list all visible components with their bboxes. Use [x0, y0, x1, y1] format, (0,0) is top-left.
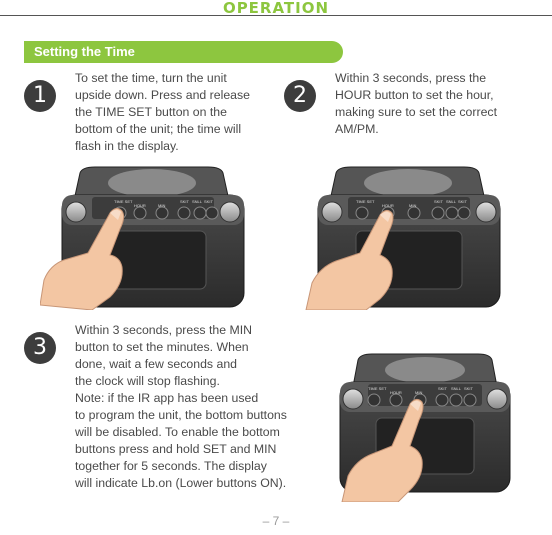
- header-rule: [0, 15, 552, 16]
- step-2-number: 2: [284, 80, 316, 112]
- page-number: – 7 –: [262, 514, 290, 528]
- page-title: OPERATION: [222, 0, 330, 17]
- label-time-set-2: TIME SET: [356, 199, 375, 204]
- section-banner: Setting the Time: [24, 41, 343, 63]
- step-1-text: To set the time, turn the unit upside do…: [75, 71, 250, 153]
- label-min-1: MIN: [158, 203, 165, 208]
- step-3-number: 3: [24, 332, 56, 364]
- label-b3-2: SKIT: [458, 199, 467, 204]
- label-b3-1: SKIT: [204, 199, 213, 204]
- step-3-text: Within 3 seconds, press the MIN button t…: [75, 323, 287, 490]
- label-b3-3: SKIT: [464, 386, 473, 391]
- label-hour-2: HOUR: [382, 203, 394, 208]
- label-min-3: MIN: [415, 390, 422, 395]
- device-illustration-2: TIME SET HOUR MIN SKIT SNLL SKIT: [305, 166, 501, 310]
- device-illustration-1: TIME SET HOUR MIN SKIT SNLL SKIT: [40, 166, 245, 310]
- label-hour-3: HOUR: [390, 390, 402, 395]
- label-b1-1: SKIT: [180, 199, 189, 204]
- page-header: OPERATION: [0, 0, 552, 18]
- section-title: Setting the Time: [34, 44, 135, 59]
- step-1-number: 1: [24, 80, 56, 112]
- label-hour-1: HOUR: [134, 203, 146, 208]
- device-illustration-3: TIME SET HOUR MIN SKIT SNLL SKIT: [339, 353, 511, 502]
- label-b2-1: SNLL: [192, 199, 203, 204]
- label-b2-2: SNLL: [446, 199, 457, 204]
- label-b2-3: SNLL: [451, 386, 462, 391]
- label-b1-3: SKIT: [438, 386, 447, 391]
- label-min-2: MIN: [409, 203, 416, 208]
- label-time-set-3: TIME SET: [368, 386, 387, 391]
- label-b1-2: SKIT: [434, 199, 443, 204]
- step-2-text: Within 3 seconds, press the HOUR button …: [335, 71, 497, 136]
- label-time-set-1: TIME SET: [114, 199, 133, 204]
